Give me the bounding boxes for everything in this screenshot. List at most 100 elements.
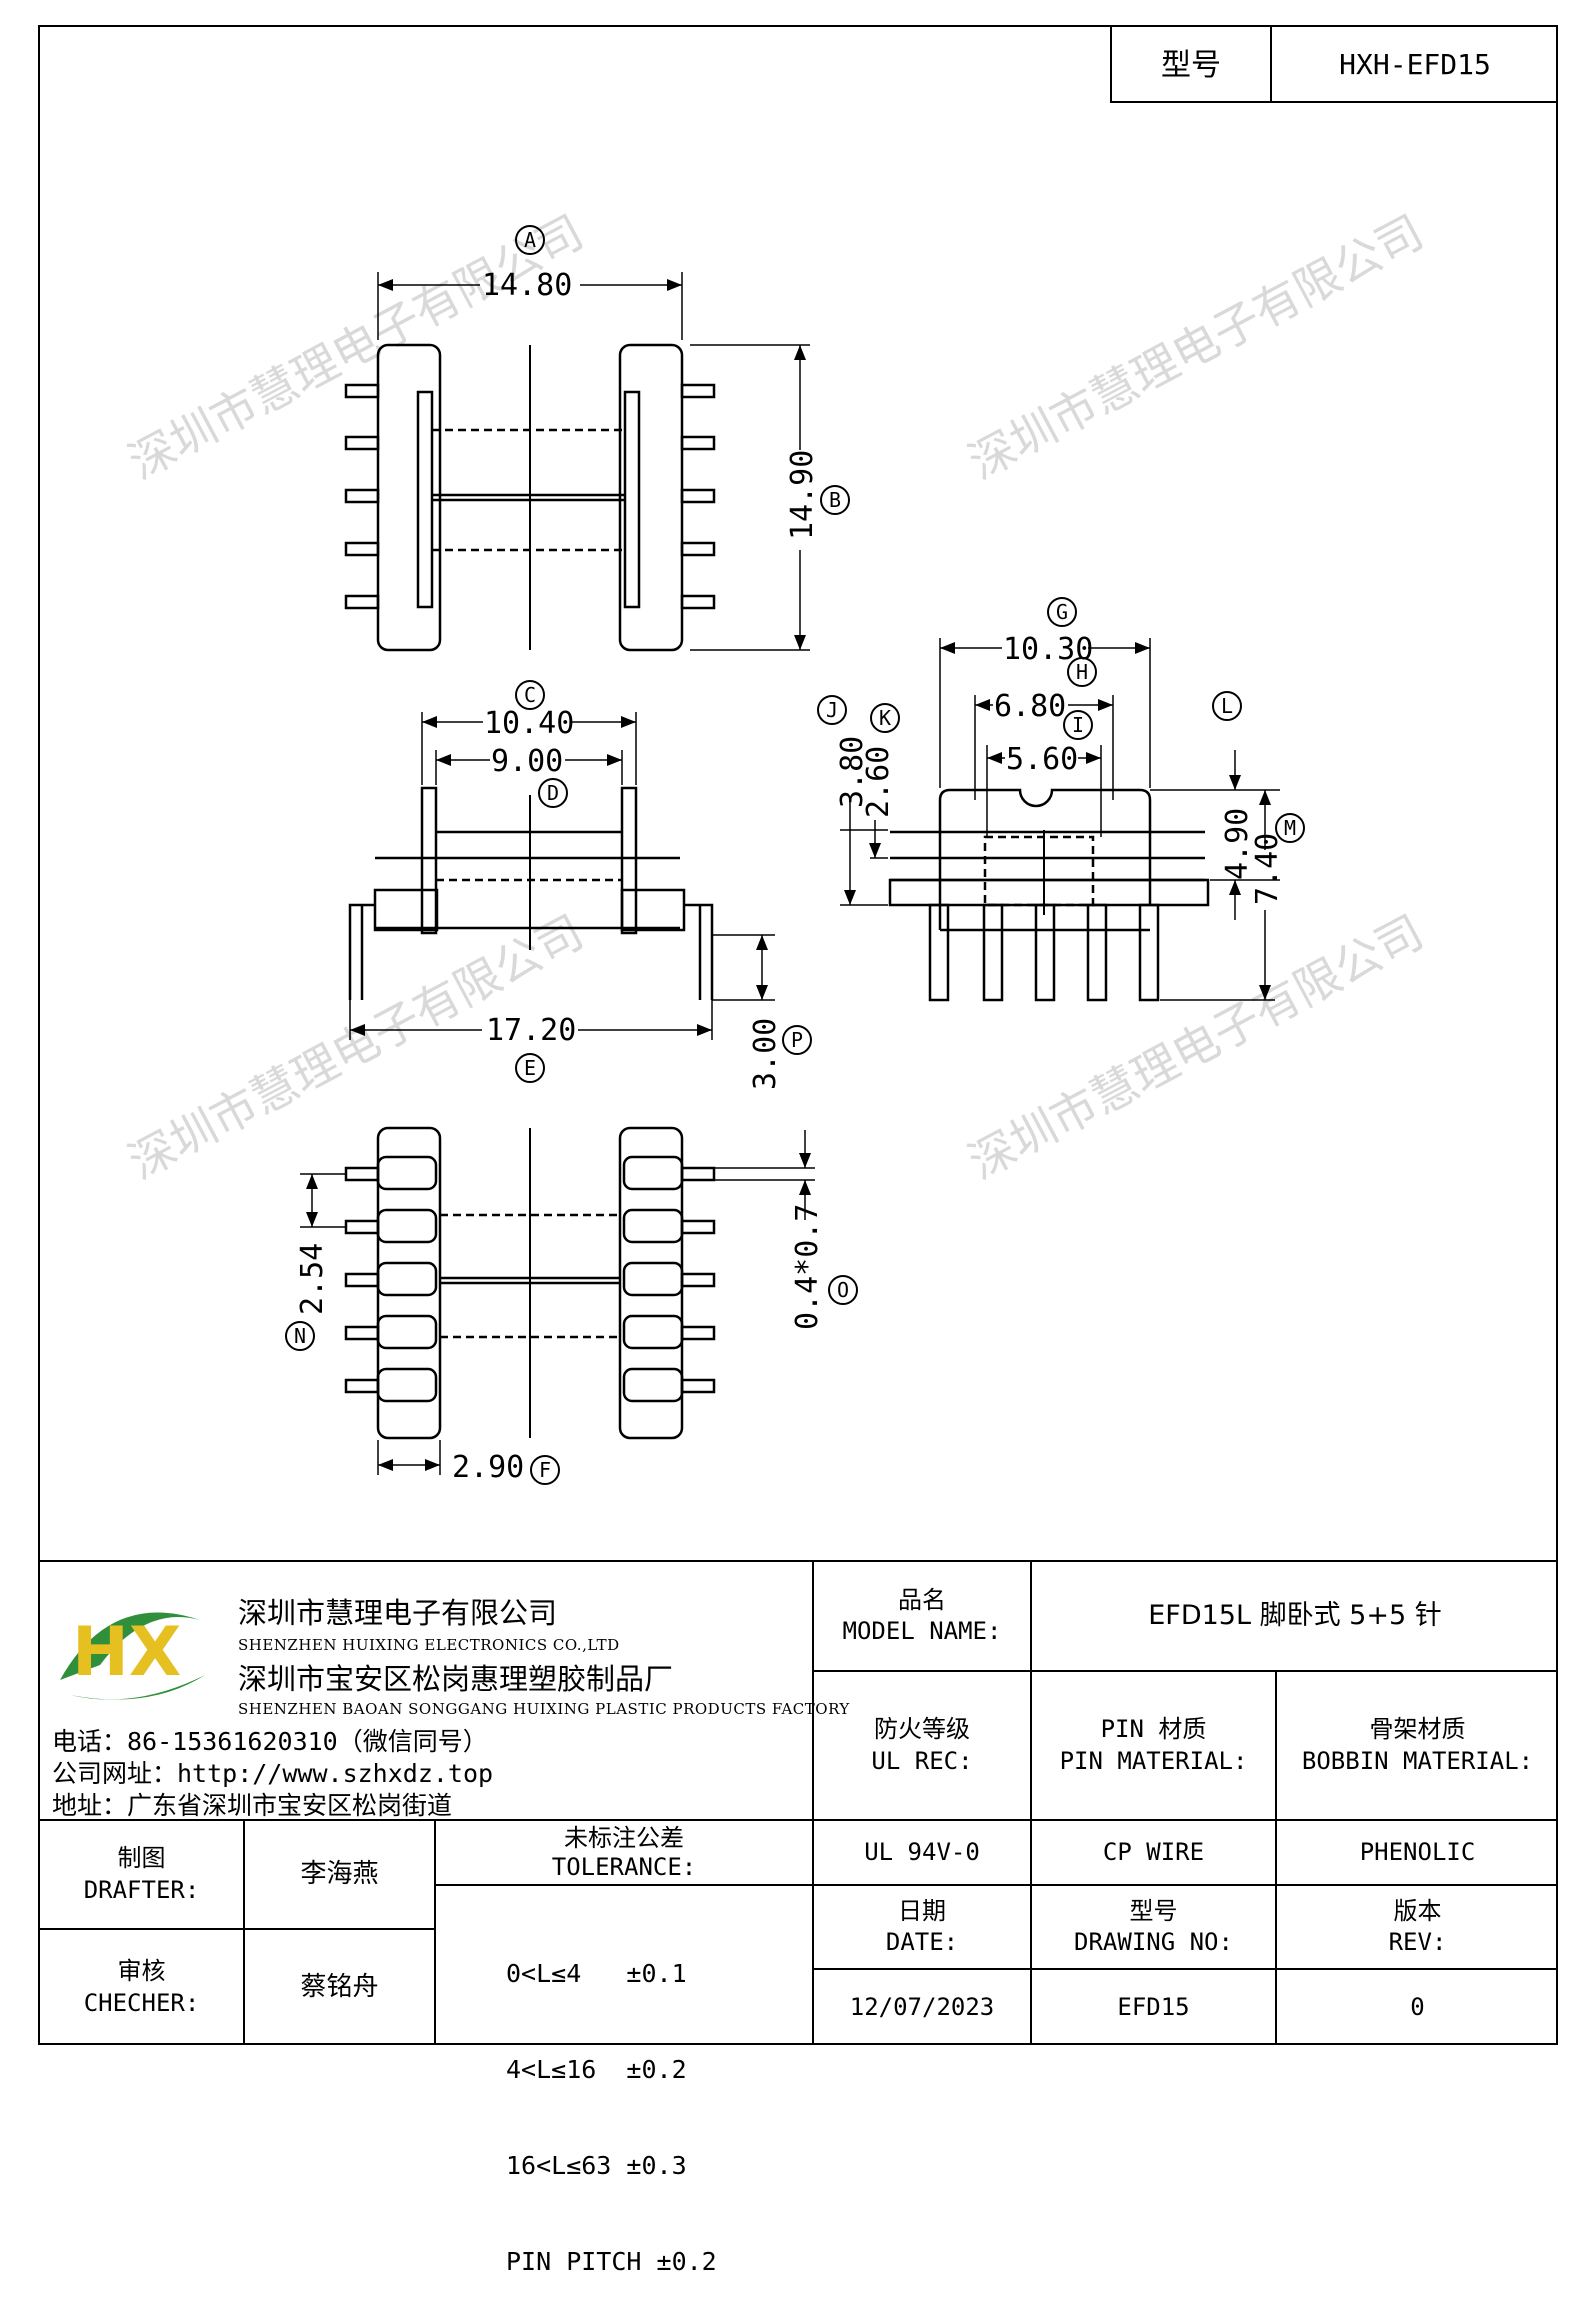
dim-j-value: 3.80 [835,736,870,808]
drafter-label: 制图 DRAFTER: [83,1844,200,1904]
svg-text:L: L [1221,694,1233,718]
svg-text:HX: HX [72,1613,181,1692]
label-circle-o: O [828,1275,858,1305]
bottom-block-top-line [38,1560,1558,1562]
technical-drawing: 深圳市慧理电子有限公司 深圳市慧理电子有限公司 深圳市慧理电子有限公司 深圳市慧… [120,204,1432,1485]
top-view [344,272,810,652]
bobbin-material-value: PHENOLIC [1359,1837,1476,1866]
model-label: 型号 [1161,47,1221,83]
tolerance-line: PIN PITCH ±0.2 [506,2247,717,2276]
bottom-block-line [434,1884,812,1886]
dim-c-value: 10.40 [484,706,574,741]
bobbin-material-label: 骨架材质 BOBBIN MATERIAL: [1301,1715,1534,1775]
model-value: HXH-EFD15 [1339,47,1491,81]
company-logo: HX [60,1612,205,1700]
dimension-texts: 14.80 14.90 10.40 9.00 17.20 3.00 10.30 … [295,268,1285,1485]
company-address: 地址：广东省深圳市宝安区松岗街道 [52,1791,453,1820]
side-view [840,638,1280,1002]
bottom-block-line [812,1670,1558,1672]
label-circle-c: C [515,680,545,710]
tolerance-line: 0<L≤4 ±0.1 [506,1959,687,1988]
company-name-cn: 深圳市慧理电子有限公司 [238,1596,558,1630]
watermark-text: 深圳市慧理电子有限公司 [960,904,1432,1189]
dim-p-value: 3.00 [748,1018,783,1090]
bottom-block-line [38,1819,1558,1821]
svg-text:A: A [524,228,536,252]
title-block [1110,25,1558,103]
svg-text:K: K [879,706,891,730]
watermark-text: 深圳市慧理电子有限公司 [960,204,1432,489]
company-website: 公司网址：http://www.szhxdz.top [52,1759,494,1788]
dim-o-value: 0.4*0.7 [790,1204,825,1330]
pin-material-label: PIN 材质 PIN MATERIAL: [1059,1715,1248,1775]
label-circle-m: M [1275,813,1305,843]
svg-text:N: N [294,1324,306,1348]
bottom-block-line [812,1968,1558,1970]
svg-text:B: B [829,488,841,512]
drawing-no-label: 型号 DRAWING NO: [1074,1896,1233,1956]
dim-l-value: 4.90 [1220,808,1255,880]
bottom-view [300,1126,815,1475]
pin-material-value: CP WIRE [1102,1837,1205,1866]
svg-text:C: C [524,683,536,707]
dim-n-value: 2.54 [295,1243,330,1315]
dim-f-value: 2.90 [452,1450,524,1485]
dim-m-value: 7.40 [1250,833,1285,905]
checker-label: 审核 CHECHER: [83,1957,200,2017]
rev-value: 0 [1410,1992,1425,2021]
svg-text:P: P [791,1028,803,1052]
checker-value: 蔡铭舟 [300,1971,379,2002]
tolerance-values: 0<L≤4 ±0.1 4<L≤16 ±0.2 16<L≤63 ±0.3 PIN … [506,1894,717,2310]
date-label: 日期 DATE: [885,1896,959,1956]
label-circle-p: P [782,1025,812,1055]
label-circle-h: H [1067,657,1097,687]
front-view [348,712,775,1040]
dim-k-value: 2.60 [861,746,896,818]
svg-text:I: I [1072,713,1084,737]
label-circle-e: E [515,1053,545,1083]
product-name-label: 品名 MODEL NAME: [842,1585,1002,1645]
tolerance-line: 16<L≤63 ±0.3 [506,2151,687,2180]
drawing-frame [38,25,1558,2045]
bottom-block-vline [434,1819,436,2045]
rev-label: 版本 REV: [1388,1896,1447,1956]
product-name-value: EFD15L 脚卧式 5+5 针 [1148,1600,1442,1632]
svg-text:D: D [547,781,559,805]
bottom-block-vline [812,1560,814,2045]
circled-labels: A B C D E F G H I J K L M N O P [285,225,1305,1485]
dim-e-value: 17.20 [486,1013,576,1048]
svg-text:G: G [1056,600,1068,624]
svg-text:J: J [826,698,838,722]
label-circle-j: J [817,695,847,725]
dim-b-value: 14.90 [785,450,820,540]
label-circle-a: A [515,225,545,255]
ul-rec-value: UL 94V-0 [864,1837,980,1866]
drafter-value: 李海燕 [300,1858,379,1889]
svg-text:F: F [539,1458,551,1482]
dim-i-value: 5.60 [1006,742,1078,777]
dim-g-value: 10.30 [1003,632,1093,667]
bottom-block-line [812,1884,1558,1886]
watermark-text: 深圳市慧理电子有限公司 [120,204,592,489]
label-circle-k: K [870,703,900,733]
svg-text:E: E [524,1056,536,1080]
date-value: 12/07/2023 [849,1992,995,2021]
title-block-divider [1270,25,1272,103]
svg-text:O: O [837,1278,849,1302]
label-circle-f: F [530,1455,560,1485]
label-circle-n: N [285,1321,315,1351]
factory-name-en: SHENZHEN BAOAN SONGGANG HUIXING PLASTIC … [238,1700,850,1718]
ul-rec-label: 防火等级 UL REC: [871,1715,973,1775]
bottom-block-vline [1030,1560,1032,2045]
drawing-no-value: EFD15 [1117,1992,1190,2021]
bottom-block-vline [243,1819,245,2045]
company-phone: 电话：86-15361620310（微信同号） [52,1727,488,1756]
dim-h-value: 6.80 [994,689,1066,724]
bottom-block-line [38,1928,434,1930]
label-circle-i: I [1063,710,1093,740]
dim-d-value: 9.00 [491,744,563,779]
label-circle-g: G [1047,597,1077,627]
tolerance-label: 未标注公差 TOLERANCE: [551,1823,697,1881]
label-circle-l: L [1212,691,1242,721]
tolerance-line: 4<L≤16 ±0.2 [506,2055,687,2084]
